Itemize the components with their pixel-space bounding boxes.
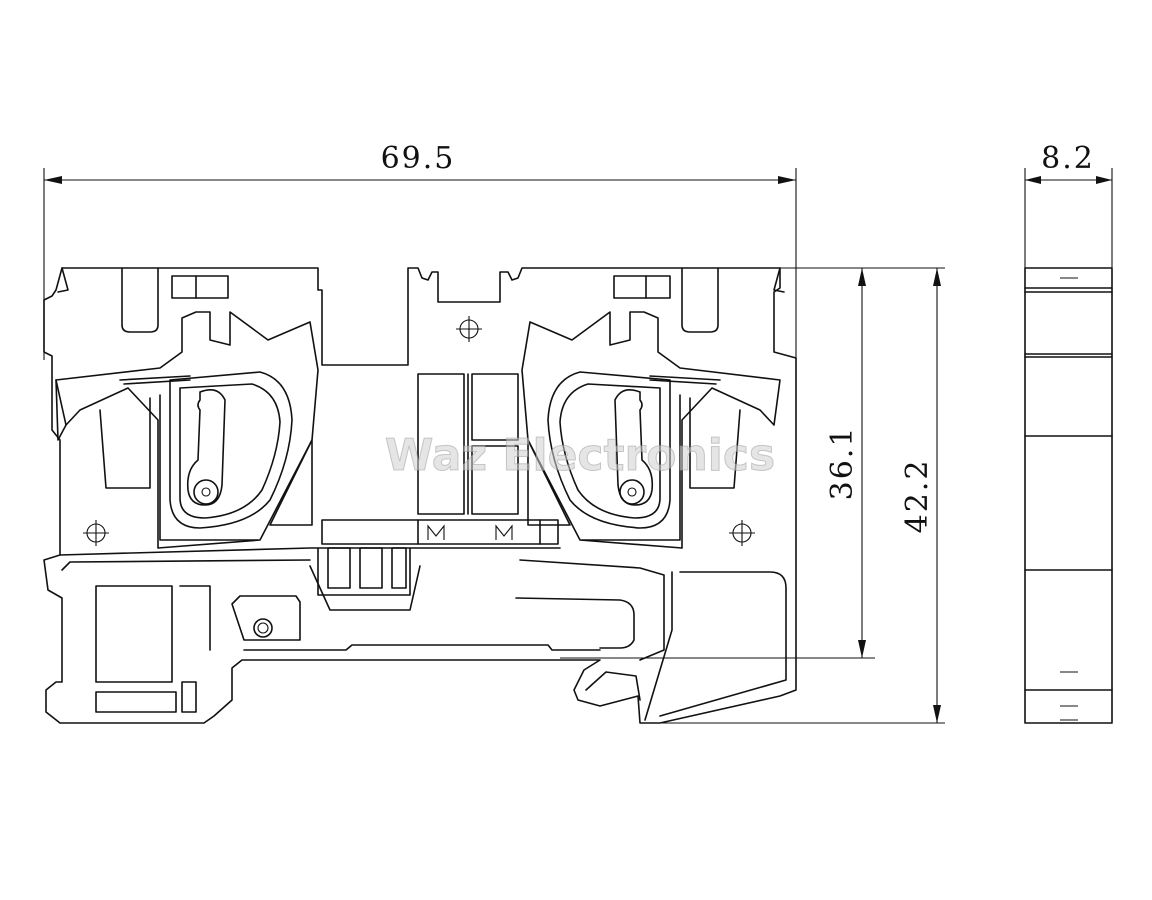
inner-height-dimension: 36.1 xyxy=(560,267,875,659)
housing-outline xyxy=(43,267,797,724)
inner-height-label: 36.1 xyxy=(825,426,860,501)
total-height-label: 42.2 xyxy=(900,459,935,534)
total-height-dimension: 42.2 xyxy=(650,267,945,724)
width-dimension: 69.5 xyxy=(43,141,797,360)
width-label: 69.5 xyxy=(381,141,456,176)
depth-dimension: 8.2 xyxy=(1024,141,1113,268)
side-view xyxy=(1024,267,1113,724)
front-view xyxy=(43,267,797,724)
depth-label: 8.2 xyxy=(1041,141,1095,176)
watermark: Waz Electronics xyxy=(385,430,775,481)
